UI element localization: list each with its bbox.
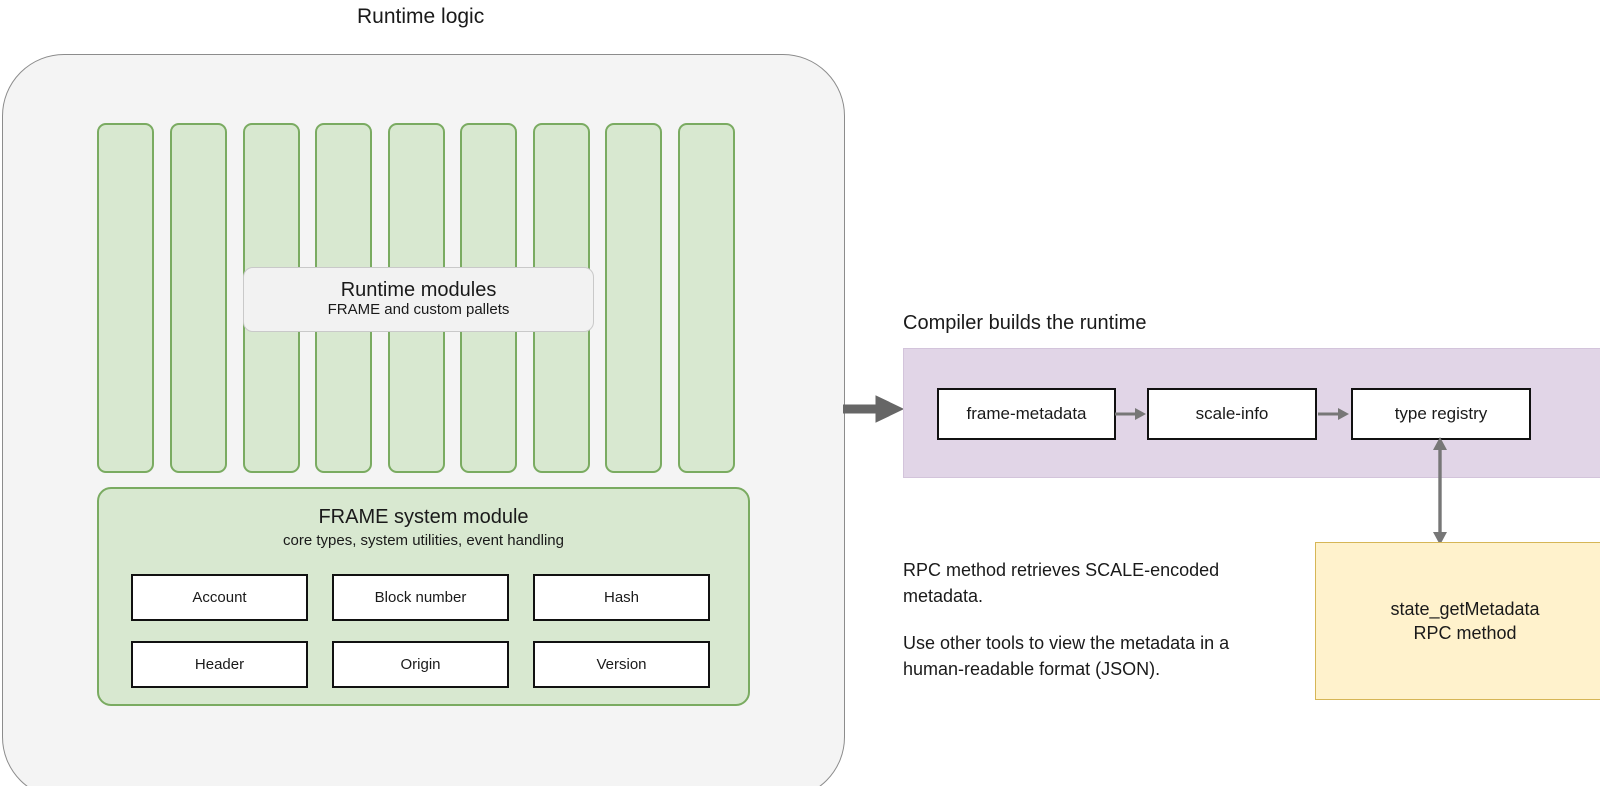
pallet-bar (678, 123, 735, 473)
frame-system-subtitle: core types, system utilities, event hand… (283, 532, 564, 549)
frame-system-item: Origin (332, 641, 509, 688)
arrow-right-icon (1115, 405, 1147, 423)
runtime-modules-title: Runtime modules (340, 279, 497, 302)
frame-system-item: Version (533, 641, 710, 688)
compiler-title: Compiler builds the runtime (903, 312, 1147, 334)
frame-system-item: Hash (533, 574, 710, 621)
runtime-modules-subtitle: FRAME and custom pallets (327, 301, 510, 319)
rpc-note-line: Use other tools to view the metadata in … (903, 633, 1230, 679)
pallet-bar (170, 123, 227, 473)
pallet-bar (605, 123, 662, 473)
rpc-method-box: state_getMetadata RPC method (1315, 542, 1600, 700)
runtime-modules-card: Runtime modules FRAME and custom pallets (243, 267, 594, 332)
frame-system-item: Account (131, 574, 308, 621)
rpc-notes: RPC method retrieves SCALE-encoded metad… (903, 558, 1283, 682)
pipeline-step-frame-metadata: frame-metadata (937, 388, 1116, 440)
pipeline-step-scale-info: scale-info (1147, 388, 1317, 440)
rpc-method-label: RPC method (1413, 623, 1517, 643)
frame-system-title: FRAME system module (318, 506, 529, 528)
rpc-note-line: RPC method retrieves SCALE-encoded metad… (903, 560, 1220, 606)
runtime-logic-title: Runtime logic (357, 5, 485, 28)
arrow-up-down-icon (1427, 437, 1453, 545)
frame-system-item: Block number (332, 574, 509, 621)
arrow-right-thick-icon (842, 394, 905, 424)
arrow-right-icon (1318, 405, 1350, 423)
frame-system-module: FRAME system module core types, system u… (97, 487, 750, 706)
rpc-method-name: state_getMetadata (1390, 598, 1540, 619)
frame-system-item-grid: Account Block number Hash Header Origin … (131, 574, 720, 688)
pallet-bar (97, 123, 154, 473)
pipeline-step-type-registry: type registry (1351, 388, 1531, 440)
frame-system-item: Header (131, 641, 308, 688)
